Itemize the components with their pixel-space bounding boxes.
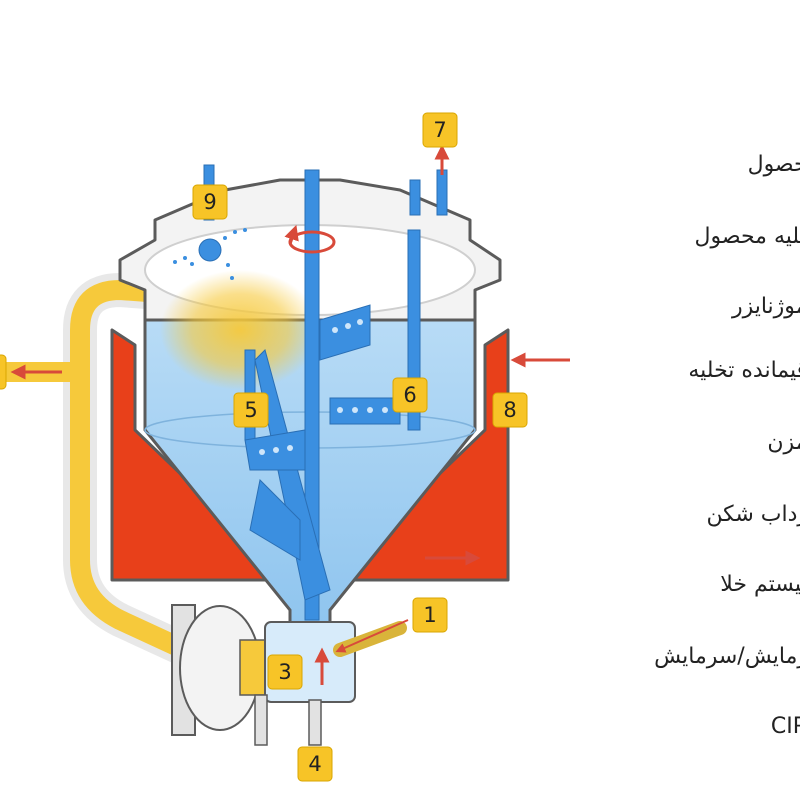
badge-left-edge bbox=[0, 354, 7, 390]
badge-1: 1 bbox=[412, 597, 448, 633]
svg-text:6: 6 bbox=[403, 383, 416, 407]
badge-5: 5 bbox=[233, 392, 269, 428]
cip-spray-dots bbox=[173, 228, 247, 280]
badge-3: 3 bbox=[267, 654, 303, 690]
svg-text:5: 5 bbox=[244, 398, 257, 422]
product-inlet-arrow bbox=[335, 619, 409, 653]
legend-item-homogenizer: هموژنایزر bbox=[731, 294, 800, 319]
legend-item-product-discharge: تخلیه محصول bbox=[694, 224, 800, 249]
product-discharge-pipe bbox=[0, 272, 337, 697]
legend-item-vortex-breaker: گرداب شکن bbox=[706, 502, 800, 527]
svg-text:3: 3 bbox=[278, 660, 291, 684]
legend-item-vacuum-system: سیستم خلا bbox=[720, 572, 800, 597]
badge-4: 4 bbox=[297, 746, 333, 782]
badge-6: 6 bbox=[392, 377, 428, 413]
jacket-flow-arrows bbox=[380, 352, 570, 566]
legend-item-agitator: همزن bbox=[767, 430, 800, 455]
badge-7: 7 bbox=[422, 112, 458, 148]
svg-text:9: 9 bbox=[203, 190, 216, 214]
svg-text:8: 8 bbox=[503, 398, 516, 422]
badge-9: 9 bbox=[192, 184, 228, 220]
legend-item-cip: CIP bbox=[770, 714, 800, 739]
svg-text:4: 4 bbox=[308, 752, 321, 776]
legend-item-residue-discharge: باقیمانده تخلیه bbox=[688, 358, 800, 383]
svg-text:7: 7 bbox=[433, 118, 446, 142]
legend-item-product: محصول bbox=[747, 152, 800, 177]
svg-text:1: 1 bbox=[423, 603, 436, 627]
product-inflow-glow bbox=[160, 270, 320, 390]
agitator bbox=[244, 169, 371, 621]
badge-8: 8 bbox=[492, 392, 528, 428]
legend-item-heating-cooling: گرمایش/سرمایش bbox=[654, 644, 800, 669]
